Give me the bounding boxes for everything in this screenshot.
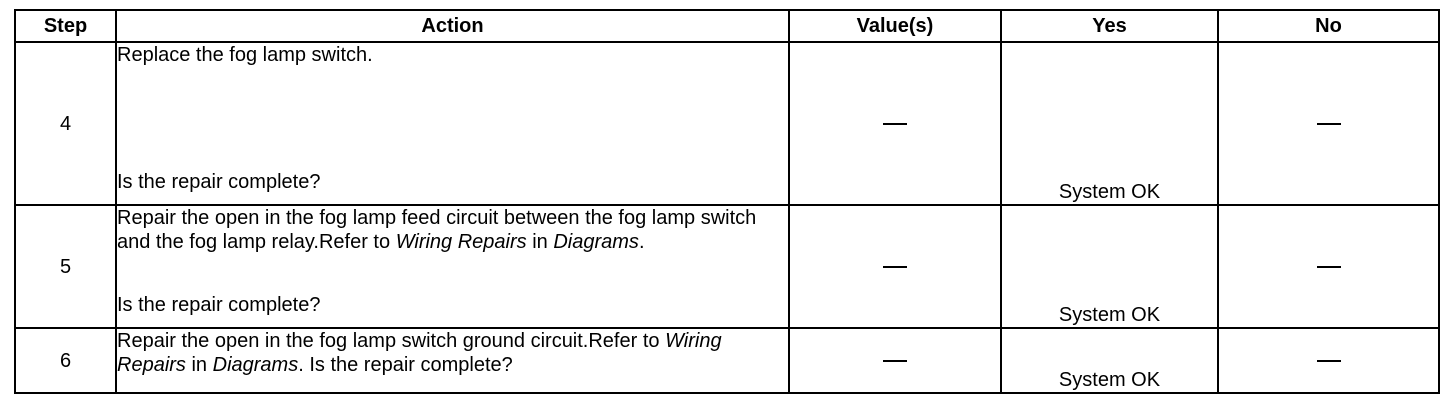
header-no: No — [1217, 9, 1440, 43]
action-cell: Repair the open in the fog lamp switch g… — [115, 327, 790, 394]
reference-connector: in — [532, 231, 548, 253]
header-step: Step — [14, 9, 117, 43]
diagnostic-table: Step Action Value(s) Yes No 4 Replace th… — [14, 9, 1440, 394]
dash-mark: — — [883, 360, 907, 363]
no-cell: — — [1217, 327, 1440, 394]
dash-mark: — — [883, 123, 907, 126]
action-question: Is the repair complete? — [309, 354, 513, 376]
header-yes: Yes — [1000, 9, 1219, 43]
reference-period: . — [298, 354, 304, 376]
reference-diagrams: Diagrams — [212, 354, 299, 376]
yes-cell: System OK — [1000, 41, 1219, 206]
action-text: Repair the open in the fog lamp feed cir… — [117, 207, 757, 253]
table-row-step-6: 6 Repair the open in the fog lamp switch… — [14, 327, 1440, 394]
dash-mark: — — [1316, 266, 1341, 269]
dash-mark: — — [1316, 123, 1341, 126]
dash-mark: — — [1316, 360, 1341, 363]
value-cell: — — [788, 204, 1002, 329]
table-row-step-5: 5 Repair the open in the fog lamp feed c… — [14, 204, 1440, 329]
header-action: Action — [115, 9, 790, 43]
header-values: Value(s) — [788, 9, 1002, 43]
reference-wiring-repairs: Wiring Repairs — [117, 330, 722, 376]
step-number: 5 — [14, 204, 117, 329]
table-header-row: Step Action Value(s) Yes No — [14, 9, 1440, 43]
no-cell: — — [1217, 41, 1440, 206]
step-number: 4 — [14, 41, 117, 206]
value-cell: — — [788, 41, 1002, 206]
value-cell: — — [788, 327, 1002, 394]
yes-cell: System OK — [1000, 204, 1219, 329]
action-cell: Replace the fog lamp switch. Is the repa… — [115, 41, 790, 206]
reference-diagrams: Diagrams — [553, 231, 639, 253]
action-text: Repair the open in the fog lamp switch g… — [117, 330, 660, 352]
reference-connector: in — [191, 354, 208, 376]
action-text-block: Repair the open in the fog lamp switch g… — [117, 329, 788, 377]
no-cell: — — [1217, 204, 1440, 329]
dash-mark: — — [883, 266, 907, 269]
action-cell: Repair the open in the fog lamp feed cir… — [115, 204, 790, 329]
reference-period: . — [638, 231, 645, 253]
action-question: Is the repair complete? — [117, 294, 321, 316]
action-text-block: Repair the open in the fog lamp feed cir… — [117, 206, 788, 254]
yes-cell: System OK — [1000, 327, 1219, 394]
action-question: Is the repair complete? — [117, 171, 321, 193]
action-text: Replace the fog lamp switch. — [117, 44, 373, 66]
reference-wiring-repairs: Wiring Repairs — [395, 231, 527, 253]
table-row-step-4: 4 Replace the fog lamp switch. Is the re… — [14, 41, 1440, 206]
step-number: 6 — [14, 327, 117, 394]
